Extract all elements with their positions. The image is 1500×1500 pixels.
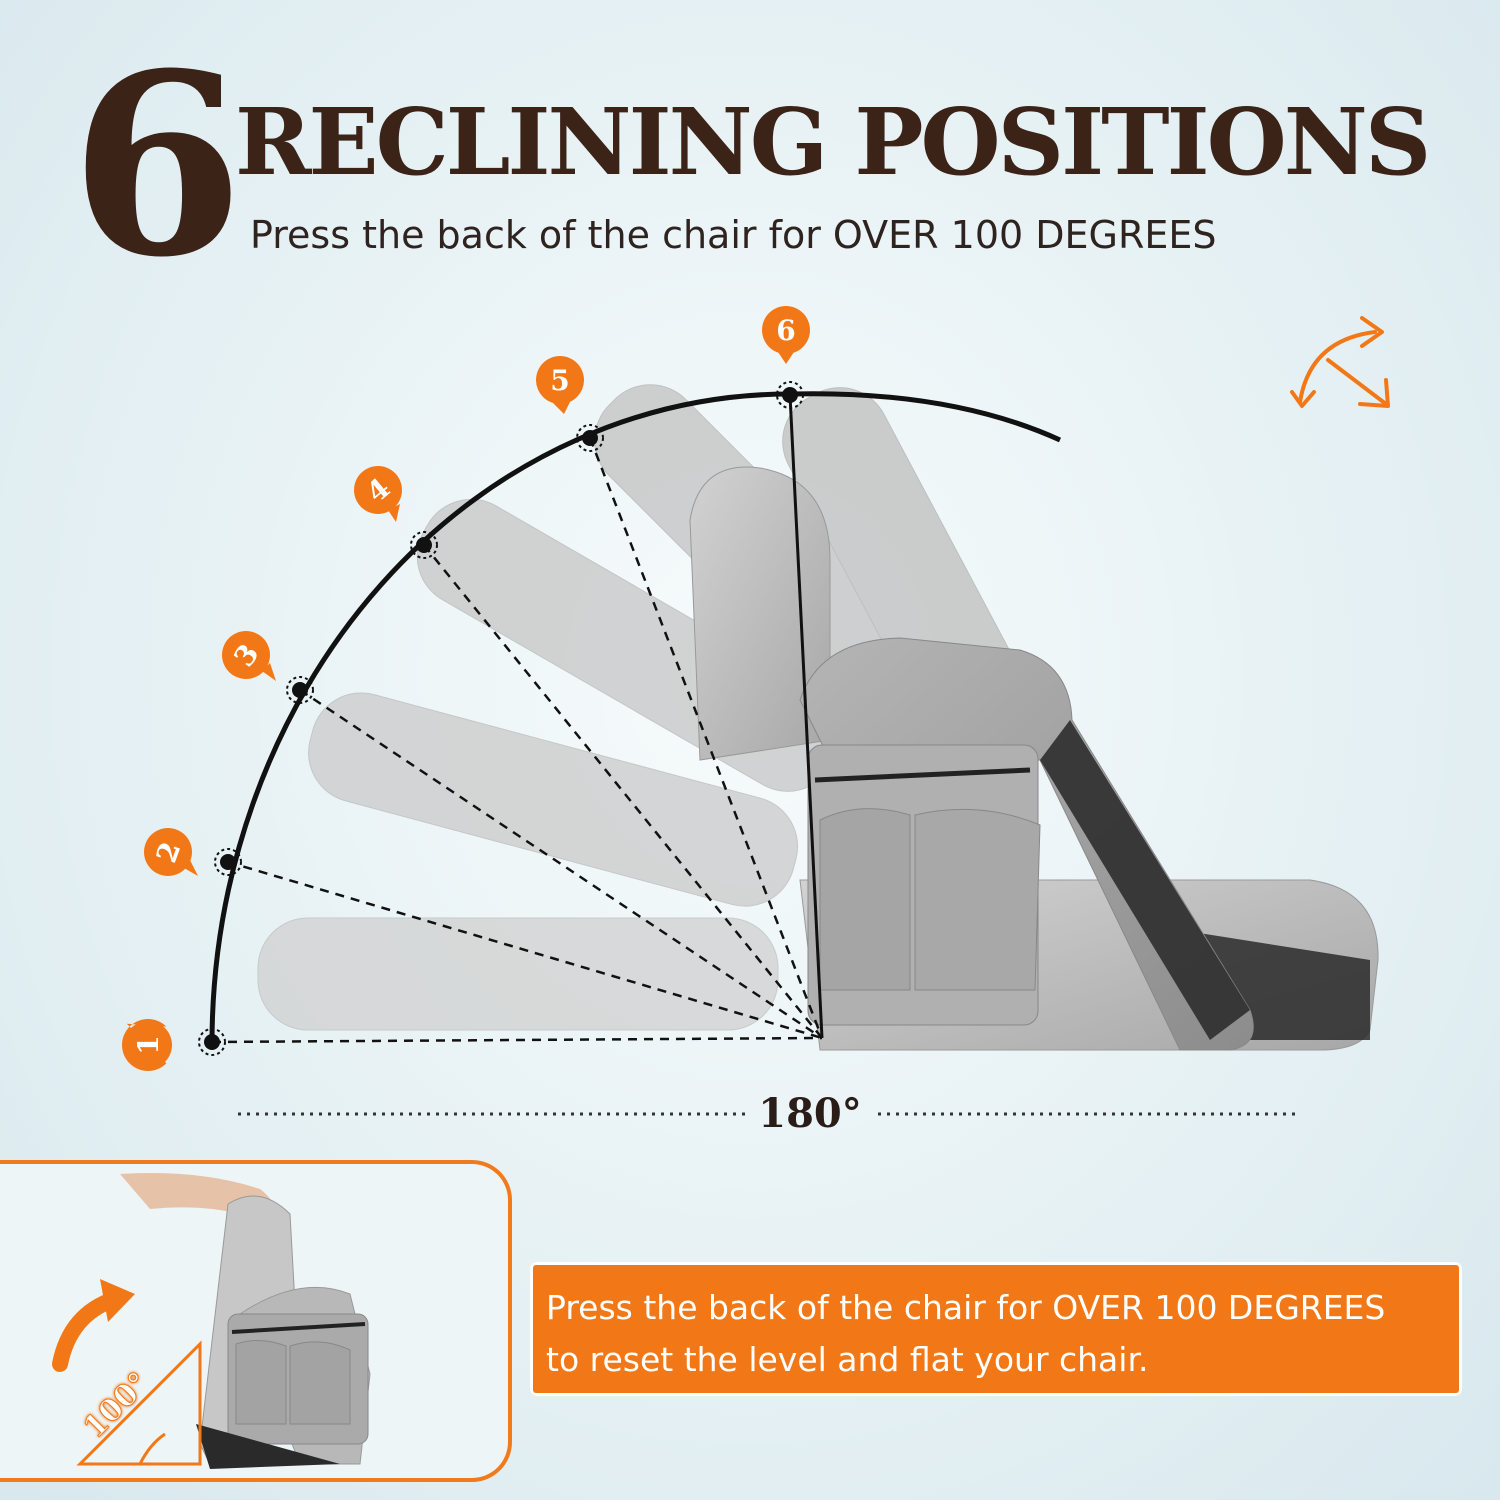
inset-illustration bbox=[52, 1173, 371, 1469]
backrest-position-2 bbox=[308, 692, 799, 907]
position-markers: 1 2 3 4 5 6 bbox=[122, 306, 810, 1071]
chair-backrest bbox=[689, 466, 831, 761]
reset-inset bbox=[0, 1160, 512, 1482]
info-banner bbox=[530, 1262, 1462, 1396]
big-number: 6 bbox=[70, 18, 244, 312]
position-marker-6: 6 bbox=[762, 306, 810, 364]
position-marker-4: 4 bbox=[354, 466, 402, 522]
page-subtitle: Press the back of the chair for OVER 100… bbox=[250, 213, 1217, 257]
arc-points bbox=[204, 387, 798, 1050]
position-marker-3: 3 bbox=[222, 631, 276, 681]
position-marker-5: 5 bbox=[536, 356, 584, 414]
angle-arc bbox=[209, 391, 1062, 1043]
chair-armrest bbox=[799, 637, 1254, 1051]
recline-arrow-icon bbox=[1290, 316, 1390, 408]
chair-upright bbox=[689, 466, 1379, 1051]
banner-line-2: to reset the level and flat your chair. bbox=[546, 1340, 1149, 1379]
radial-lines bbox=[211, 437, 824, 1044]
banner-text: Press the back of the chair for OVER 100… bbox=[546, 1282, 1446, 1386]
rotate-arrow-icon bbox=[52, 1279, 135, 1372]
position-marker-2: 2 bbox=[144, 828, 198, 876]
backrest-position-1 bbox=[257, 917, 779, 1031]
svg-text:1: 1 bbox=[132, 1035, 165, 1054]
svg-text:5: 5 bbox=[550, 364, 569, 397]
svg-text:6: 6 bbox=[776, 314, 795, 347]
banner-line-1: Press the back of the chair for OVER 100… bbox=[546, 1288, 1386, 1327]
position-marker-1: 1 bbox=[122, 1019, 172, 1071]
angle-label-180: 180° bbox=[758, 1090, 862, 1137]
page-title: RECLINING POSITIONS bbox=[235, 88, 1431, 196]
